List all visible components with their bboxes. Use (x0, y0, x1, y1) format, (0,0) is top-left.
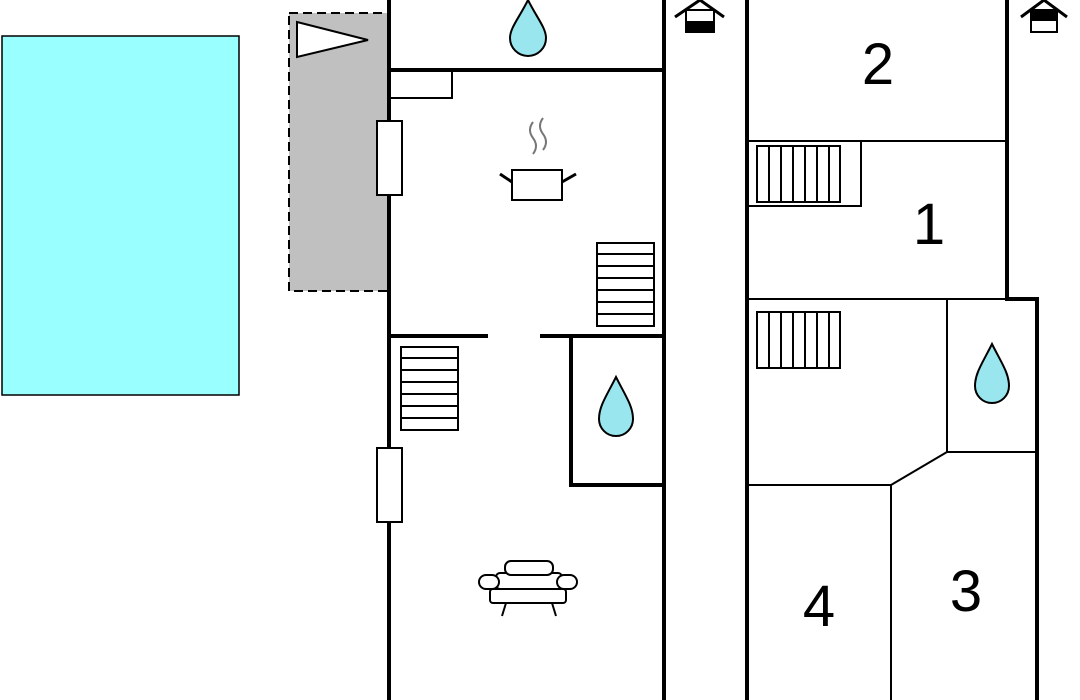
stairs-icon (400, 346, 459, 431)
room-number-1: 1 (913, 192, 945, 257)
house-entrance-icon (1020, 0, 1068, 33)
room-number-4: 4 (803, 574, 835, 639)
stairs-icon (596, 242, 655, 327)
room-number-2: 2 (862, 32, 894, 97)
window-icon (376, 447, 403, 523)
stairs-icon (756, 311, 841, 369)
stairs-icon (756, 145, 841, 203)
terrace (288, 12, 389, 292)
swimming-pool (1, 35, 240, 396)
pennant-flag-icon (296, 20, 369, 59)
room-number-3: 3 (950, 559, 982, 624)
sofa-icon (478, 560, 578, 617)
water-drop-icon (508, 0, 548, 57)
water-drop-icon (597, 374, 635, 437)
house-entrance-icon (674, 0, 725, 33)
water-drop-icon (973, 341, 1011, 404)
cooking-pot-icon (499, 117, 577, 201)
window-icon (376, 120, 403, 196)
